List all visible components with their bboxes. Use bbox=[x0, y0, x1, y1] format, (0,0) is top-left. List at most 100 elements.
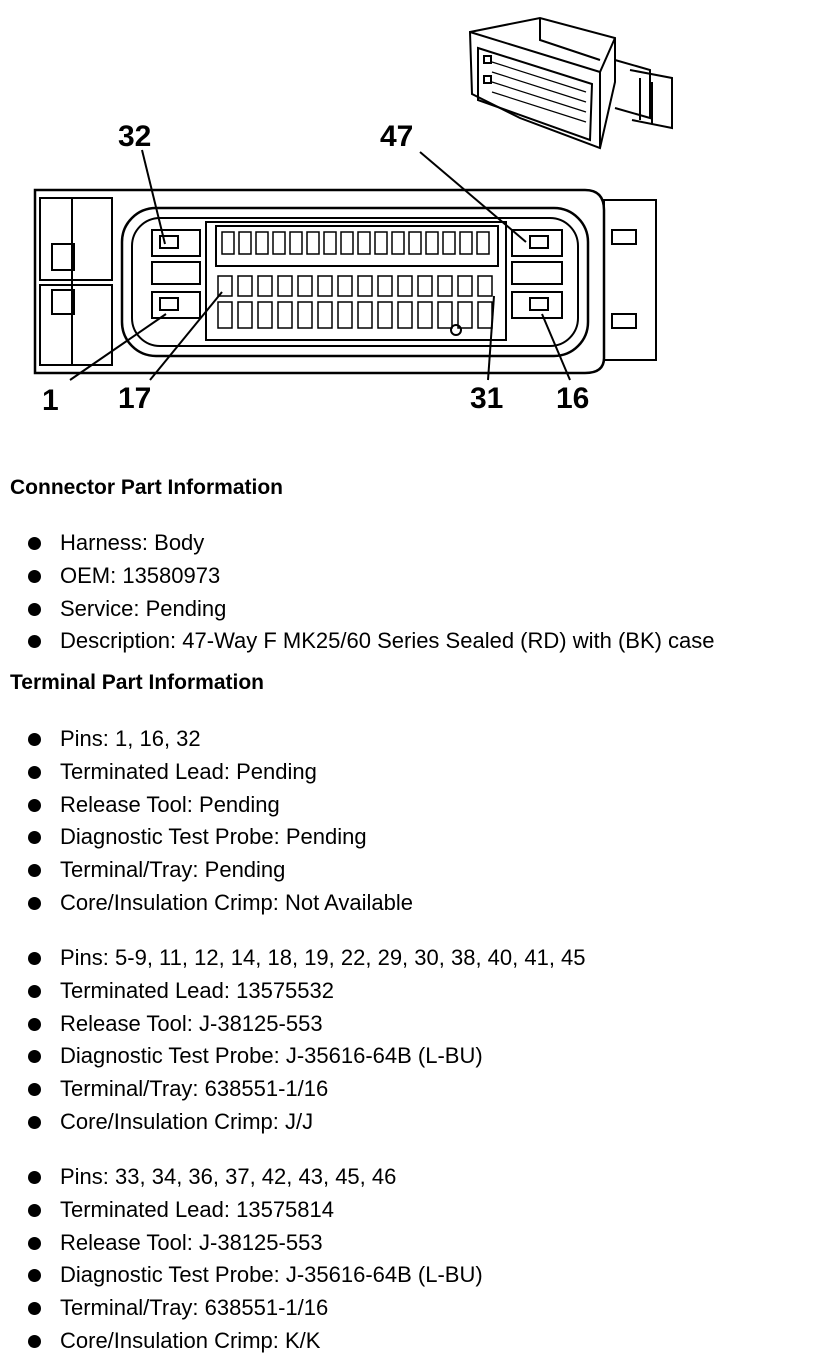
pin-cavity bbox=[397, 301, 413, 329]
pin-cavity bbox=[237, 301, 253, 329]
list-item: Diagnostic Test Probe: J-35616-64B (L-BU… bbox=[0, 1259, 483, 1292]
bullet-icon bbox=[28, 896, 41, 910]
list-item: Release Tool: Pending bbox=[0, 789, 413, 822]
pin-cavity bbox=[408, 231, 422, 255]
bullet-icon bbox=[28, 1115, 41, 1129]
connector-isometric-illustration bbox=[468, 16, 673, 150]
bullet-icon bbox=[28, 733, 41, 746]
pin-cavity bbox=[457, 275, 473, 297]
pin-cavity bbox=[238, 231, 252, 255]
bullet-icon bbox=[28, 1203, 41, 1217]
pin-cavity bbox=[457, 301, 473, 329]
list-item: Diagnostic Test Probe: Pending bbox=[0, 821, 413, 854]
pin-cavity bbox=[297, 301, 313, 329]
pin-cavity bbox=[317, 275, 333, 297]
pin-cavity bbox=[377, 301, 393, 329]
bullet-icon bbox=[28, 798, 41, 812]
pin-label-47: 47 bbox=[380, 120, 413, 153]
list-item: Harness: Body bbox=[0, 527, 715, 560]
pin-cavity bbox=[317, 301, 333, 329]
bullet-icon bbox=[28, 1269, 41, 1283]
list-item: Release Tool: J-38125-553 bbox=[0, 1227, 483, 1260]
list-item: Pins: 5-9, 11, 12, 14, 18, 19, 22, 29, 3… bbox=[0, 942, 586, 975]
list-item: Core/Insulation Crimp: K/K bbox=[0, 1325, 483, 1358]
bullet-icon bbox=[28, 952, 41, 965]
pin-cavity bbox=[459, 231, 473, 255]
terminal-group-1: Pins: 1, 16, 32 Terminated Lead: Pending… bbox=[0, 723, 413, 920]
pin-row-bottom bbox=[217, 301, 493, 329]
list-item: Core/Insulation Crimp: J/J bbox=[0, 1106, 586, 1139]
bullet-icon bbox=[28, 1334, 41, 1348]
pin-cavity bbox=[272, 231, 286, 255]
pin-cavity bbox=[357, 275, 373, 297]
pin-cavity bbox=[397, 275, 413, 297]
leader-line-47 bbox=[419, 151, 527, 243]
connector-part-info-heading: Connector Part Information bbox=[10, 476, 284, 499]
pin-cavity bbox=[437, 275, 453, 297]
pin-cavity bbox=[442, 231, 456, 255]
bullet-icon bbox=[28, 1050, 41, 1064]
pin-cavity bbox=[425, 231, 439, 255]
bullet-icon bbox=[28, 1236, 41, 1250]
list-item: Terminated Lead: Pending bbox=[0, 756, 413, 789]
bullet-icon bbox=[28, 602, 41, 616]
connector-diagram: 32 47 1 17 31 16 bbox=[33, 16, 673, 417]
list-item: Pins: 1, 16, 32 bbox=[0, 723, 413, 756]
pin-label-31: 31 bbox=[470, 382, 503, 415]
bullet-icon bbox=[28, 864, 41, 878]
pin-cavity bbox=[277, 301, 293, 329]
list-item: OEM: 13580973 bbox=[0, 560, 715, 593]
pin-cavity bbox=[257, 301, 273, 329]
pin-label-17: 17 bbox=[118, 382, 151, 415]
pin-cavity bbox=[417, 301, 433, 329]
leader-line-32 bbox=[141, 149, 166, 245]
pin-label-16: 16 bbox=[556, 382, 589, 415]
connector-face-view bbox=[33, 188, 657, 375]
list-item: Core/Insulation Crimp: Not Available bbox=[0, 887, 413, 920]
pin-cavity bbox=[357, 231, 371, 255]
bullet-icon bbox=[28, 765, 41, 779]
bullet-icon bbox=[28, 1083, 41, 1097]
leader-line-1 bbox=[69, 313, 167, 381]
terminal-group-2: Pins: 5-9, 11, 12, 14, 18, 19, 22, 29, 3… bbox=[0, 942, 586, 1139]
pin-cavity bbox=[323, 231, 337, 255]
list-item: Terminated Lead: 13575532 bbox=[0, 975, 586, 1008]
list-item: Diagnostic Test Probe: J-35616-64B (L-BU… bbox=[0, 1040, 586, 1073]
leader-line-16 bbox=[541, 313, 571, 381]
pin-cavity bbox=[391, 231, 405, 255]
bullet-icon bbox=[28, 569, 41, 583]
pin-cavity bbox=[377, 275, 393, 297]
pin-cavity bbox=[340, 231, 354, 255]
pin-cavity bbox=[357, 301, 373, 329]
list-item: Terminal/Tray: 638551-1/16 bbox=[0, 1292, 483, 1325]
pin-cavity bbox=[477, 301, 493, 329]
pin-cavity bbox=[217, 301, 233, 329]
pin-cavity bbox=[255, 231, 269, 255]
list-item: Terminal/Tray: 638551-1/16 bbox=[0, 1073, 586, 1106]
pin-cavity bbox=[217, 275, 233, 297]
leader-line-31 bbox=[487, 295, 495, 381]
bullet-icon bbox=[28, 635, 41, 649]
pin-cavity bbox=[476, 231, 490, 255]
list-item: Terminated Lead: 13575814 bbox=[0, 1194, 483, 1227]
pin-cavity bbox=[437, 301, 453, 329]
bullet-icon bbox=[28, 1302, 41, 1316]
pin-label-32: 32 bbox=[118, 120, 151, 153]
bullet-icon bbox=[28, 1017, 41, 1031]
pin-cavity bbox=[237, 275, 253, 297]
bullet-icon bbox=[28, 831, 41, 845]
pin-row-middle bbox=[217, 275, 493, 297]
bullet-icon bbox=[28, 984, 41, 998]
pin-cavity bbox=[221, 231, 235, 255]
list-item: Service: Pending bbox=[0, 593, 715, 626]
pin-cavity bbox=[477, 275, 493, 297]
bullet-icon bbox=[28, 1171, 41, 1184]
pin-cavity bbox=[277, 275, 293, 297]
list-item: Terminal/Tray: Pending bbox=[0, 854, 413, 887]
pin-cavity bbox=[374, 231, 388, 255]
pin-row-top bbox=[221, 231, 490, 255]
terminal-part-info-heading: Terminal Part Information bbox=[10, 671, 264, 694]
pin-cavity bbox=[289, 231, 303, 255]
leader-line-17 bbox=[149, 291, 223, 381]
pin-cavity bbox=[257, 275, 273, 297]
